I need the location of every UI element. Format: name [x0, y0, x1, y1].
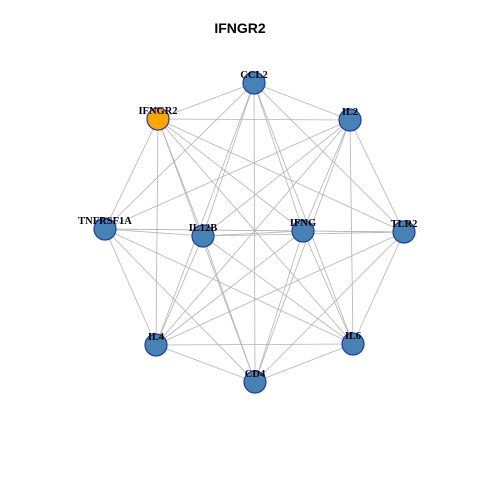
edge-ifng-cd4 — [254, 230, 304, 383]
edge-ifngr2-il4 — [155, 118, 159, 346]
node-label-ifngr2: IFNGR2 — [138, 106, 177, 117]
edge-il6-cd4 — [254, 343, 354, 383]
node-ifngr2[interactable] — [146, 107, 170, 131]
edge-ifngr2-tlr2 — [157, 118, 405, 233]
edge-tnfrsf1a-il4 — [104, 228, 157, 346]
node-tnfrsf1a[interactable] — [93, 217, 117, 241]
edge-ccl2-ifngr2 — [157, 82, 255, 120]
edge-il12b-ifng — [202, 230, 304, 237]
node-ifng[interactable] — [291, 219, 315, 243]
node-label-il6: IL6 — [345, 331, 361, 342]
edge-ifngr2-tnfrsf1a — [104, 118, 159, 230]
node-label-tnfrsf1a: TNFRSF1A — [78, 216, 132, 227]
node-label-ifng: IFNG — [290, 218, 316, 229]
node-il2[interactable] — [338, 108, 362, 132]
node-label-il4: IL4 — [148, 332, 165, 343]
edges-layer — [104, 82, 405, 383]
edge-tnfrsf1a-cd4 — [104, 228, 256, 383]
edge-tlr2-cd4 — [254, 231, 405, 383]
edge-il2-tnfrsf1a — [104, 119, 351, 230]
edge-il12b-il6 — [202, 235, 354, 345]
node-label-il2: IL2 — [342, 107, 358, 118]
edge-ccl2-il4 — [155, 82, 255, 346]
node-label-cd4: CD4 — [245, 369, 266, 380]
node-label-il12b: IL12B — [189, 223, 218, 234]
edge-ifng-tlr2 — [302, 230, 405, 233]
node-cd4[interactable] — [243, 370, 267, 394]
edge-ccl2-cd4 — [253, 82, 256, 383]
node-il4[interactable] — [144, 333, 168, 357]
edge-il2-tlr2 — [349, 119, 405, 233]
edge-il2-ifng — [302, 119, 351, 232]
node-tlr2[interactable] — [392, 220, 416, 244]
edge-il4-cd4 — [155, 344, 256, 383]
edge-ccl2-tlr2 — [253, 82, 405, 233]
edge-ifngr2-cd4 — [157, 118, 256, 383]
edge-il2-cd4 — [254, 119, 351, 383]
edge-il2-il6 — [349, 119, 354, 345]
edge-il2-il12b — [202, 119, 351, 237]
edge-ccl2-il12b — [202, 82, 255, 237]
edge-il12b-il4 — [155, 235, 204, 346]
edge-il12b-cd4 — [202, 235, 256, 383]
edge-ifng-il6 — [302, 230, 354, 345]
node-il6[interactable] — [341, 332, 365, 356]
edge-tnfrsf1a-il12b — [104, 228, 204, 237]
edge-il2-il4 — [155, 119, 351, 346]
edge-ifngr2-il2 — [157, 118, 351, 121]
edge-ifng-il4 — [155, 230, 304, 346]
node-ccl2[interactable] — [242, 71, 266, 95]
edge-ifngr2-ifng — [157, 118, 304, 232]
edge-ccl2-tnfrsf1a — [104, 82, 255, 230]
edge-ccl2-ifng — [253, 82, 304, 232]
edge-ifngr2-il6 — [157, 118, 354, 345]
edge-tlr2-il6 — [352, 231, 405, 345]
edge-ccl2-il2 — [253, 82, 351, 121]
nodes-layer — [93, 71, 416, 394]
node-il12b[interactable] — [191, 224, 215, 248]
node-label-ccl2: CCL2 — [240, 70, 267, 81]
edge-tlr2-il4 — [155, 231, 405, 346]
node-label-tlr2: TLR2 — [391, 219, 418, 230]
diagram-title: IFNGR2 — [214, 20, 266, 36]
edge-il4-il6 — [155, 343, 354, 346]
